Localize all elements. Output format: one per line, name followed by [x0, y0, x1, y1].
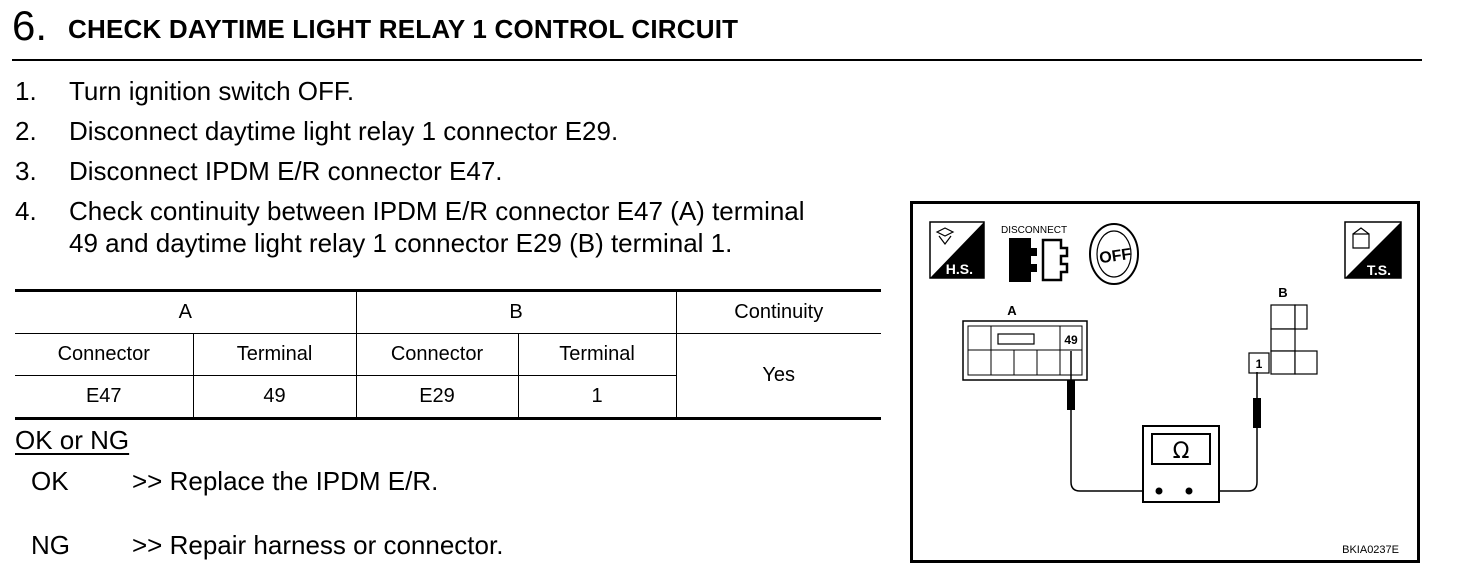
ng-label: NG [31, 530, 70, 560]
hand-tool-icon: H.S. [929, 221, 985, 279]
ok-action: >> Replace the IPDM E/R. [132, 466, 439, 496]
ok-or-ng-heading: OK or NG [15, 425, 130, 455]
ts-label: T.S. [1367, 262, 1391, 278]
b-terminal-value: 1 [517, 375, 676, 420]
ohmmeter-icon: Ω [1142, 425, 1220, 503]
ignition-off-icon: OFF [1089, 223, 1139, 285]
ok-label: OK [31, 466, 69, 496]
ohm-symbol: Ω [1173, 439, 1190, 464]
service-manual-icon: T.S. [1344, 221, 1402, 279]
figure-code: BKIA0237E [1342, 544, 1399, 556]
lead-wire-a [1070, 410, 1159, 492]
a-connector-value: E47 [15, 375, 193, 420]
terminal-a-label: 49 [1064, 333, 1078, 347]
connector-a: A 49 [962, 303, 1088, 381]
disconnect-label: DISCONNECT [1001, 225, 1067, 236]
instruction-text: Check continuity between IPDM E/R connec… [69, 196, 805, 226]
instruction-number: 4. [15, 196, 37, 226]
title-divider [12, 59, 1422, 61]
step-title: CHECK DAYTIME LIGHT RELAY 1 CONTROL CIRC… [68, 14, 739, 44]
instruction-number: 2. [15, 116, 37, 146]
off-label: OFF [1098, 246, 1132, 267]
probe-a [1067, 351, 1075, 410]
b-connector-value: E29 [355, 375, 518, 420]
group-a-header: A [15, 289, 356, 334]
disconnect-icon: DISCONNECT [1001, 225, 1069, 282]
instruction-text-continued: 49 and daytime light relay 1 connector E… [69, 228, 733, 258]
continuity-header: Continuity [675, 289, 881, 334]
instruction-text: Disconnect daytime light relay 1 connect… [69, 116, 619, 146]
step-number: 6. [12, 2, 48, 49]
group-b-header: B [355, 289, 676, 334]
instruction-text: Disconnect IPDM E/R connector E47. [69, 156, 503, 186]
connector-b: B 1 [1248, 285, 1318, 375]
ng-action: >> Repair harness or connector. [132, 530, 504, 560]
a-terminal-value: 49 [192, 375, 356, 420]
continuity-value: Yes [675, 333, 881, 420]
a-terminal-header: Terminal [192, 333, 356, 376]
instruction-number: 3. [15, 156, 37, 186]
lead-wire-b [1189, 428, 1258, 492]
terminal-b-label: 1 [1256, 357, 1263, 371]
connector-b-label: B [1278, 285, 1287, 300]
probe-b [1253, 372, 1261, 428]
test-diagram: H.S. DISCONNECT OFF T.S. A [910, 201, 1420, 563]
instruction-number: 1. [15, 76, 37, 106]
b-terminal-header: Terminal [517, 333, 676, 376]
connector-a-label: A [1007, 303, 1017, 318]
hs-label: H.S. [946, 261, 973, 277]
a-connector-header: Connector [15, 333, 193, 376]
instruction-text: Turn ignition switch OFF. [69, 76, 355, 106]
continuity-table: A B Continuity Connector Terminal Connec… [15, 289, 881, 420]
b-connector-header: Connector [355, 333, 518, 376]
